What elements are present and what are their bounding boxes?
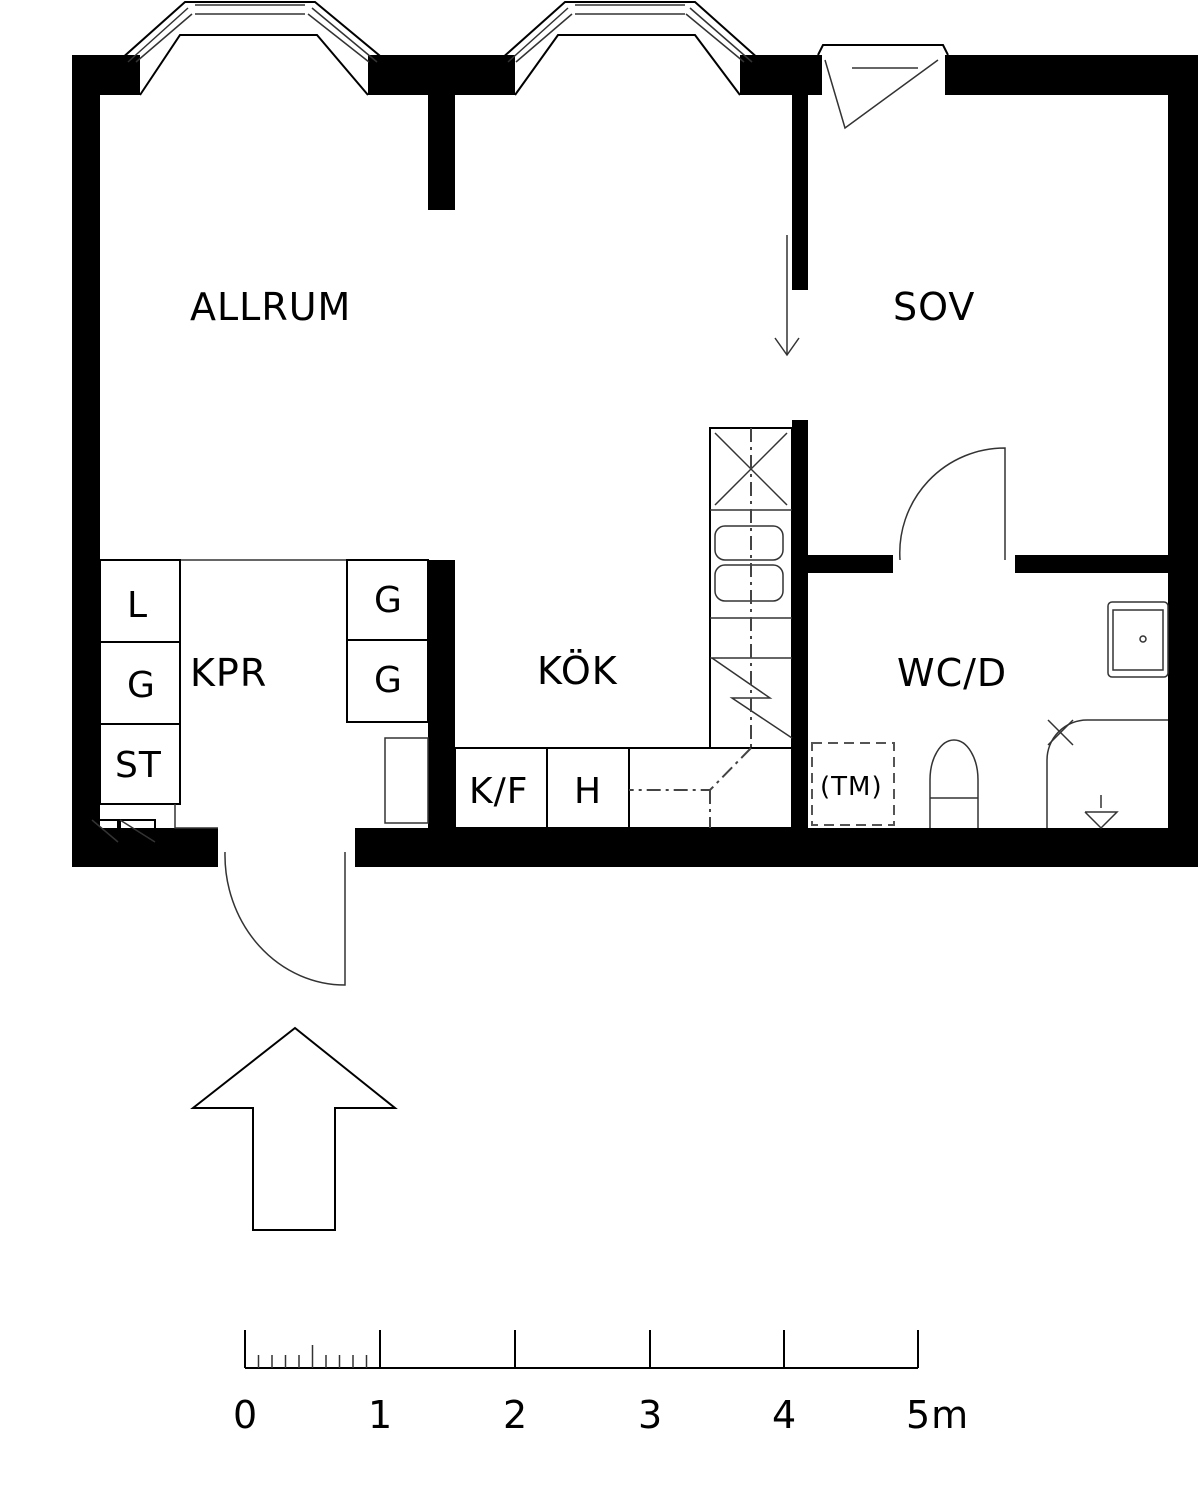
room-label-allrum: ALLRUM xyxy=(190,285,351,329)
scale-label: 5m xyxy=(906,1393,969,1437)
bay-window-left xyxy=(119,1,386,96)
bay-window-right xyxy=(499,1,761,96)
scale-label: 3 xyxy=(638,1393,663,1437)
room-label-sov: SOV xyxy=(893,285,975,329)
entrance-arrow-icon xyxy=(190,1026,398,1231)
scale-label: 0 xyxy=(233,1393,258,1437)
sliding-door-arrow xyxy=(774,235,800,357)
scale-label: 2 xyxy=(503,1393,528,1437)
scale-label: 1 xyxy=(368,1393,393,1437)
kitchen-units xyxy=(454,427,793,829)
wardrobes-kpr xyxy=(91,559,429,843)
room-label-kpr: KPR xyxy=(190,651,267,695)
door-entrance xyxy=(224,851,346,986)
fixture-label-washer: (TM) xyxy=(820,772,883,802)
fixture-label-wardrobe: G xyxy=(374,580,403,621)
door-wc xyxy=(899,447,1006,561)
fixture-label-fridge-freezer: K/F xyxy=(469,771,528,812)
fixture-label-storage: ST xyxy=(115,745,162,786)
fixture-label-wardrobe: G xyxy=(127,665,156,706)
room-label-wcd: WC/D xyxy=(897,651,1007,695)
scale-bar: 0 1 2 3 4 5m xyxy=(233,1330,969,1437)
room-label-kok: KÖK xyxy=(537,649,618,693)
fixture-label-wardrobe: G xyxy=(374,660,403,701)
walls xyxy=(72,55,1198,867)
window-sov xyxy=(817,44,949,130)
scale-label: 4 xyxy=(772,1393,797,1437)
fixture-label-cabinet: H xyxy=(574,771,602,812)
fixture-label-linen: L xyxy=(127,585,148,626)
bathroom-fixtures xyxy=(811,601,1169,830)
